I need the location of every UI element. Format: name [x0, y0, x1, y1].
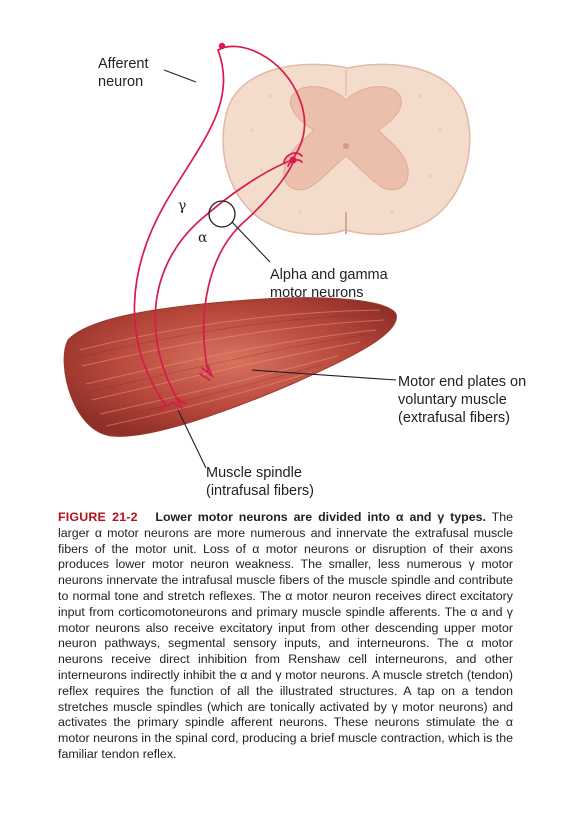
muscle-spindle-label: Muscle spindle (intrafusal fibers)	[206, 465, 314, 499]
caption-body: The larger α motor neurons are more nume…	[58, 510, 513, 761]
muscle-belly	[63, 297, 397, 437]
gamma-symbol: γ	[178, 198, 187, 214]
afferent-neuron-label: Afferent neuron	[98, 56, 149, 90]
motor-end-plates-label: Motor end plates on voluntary muscle (ex…	[398, 374, 527, 426]
end-plate-markers	[159, 365, 214, 411]
afferent-branch	[217, 45, 306, 161]
motor-neuron-soma	[289, 156, 297, 164]
figure-caption: FIGURE 21-2 Lower motor neurons are divi…	[58, 510, 513, 763]
gamma-fiber	[154, 159, 293, 405]
reflex-diagram: Afferent neuron γ α Alpha and gamma moto…	[63, 42, 527, 499]
spinal-cord-section	[222, 63, 471, 236]
nerve-fibers	[133, 45, 306, 407]
figure-title: Lower motor neurons are divided into α a…	[155, 510, 486, 524]
alpha-symbol: α	[198, 230, 208, 246]
afferent-terminal	[218, 42, 226, 50]
diagram-art	[63, 42, 471, 469]
alpha-gamma-motor-neurons-label: Alpha and gamma motor neurons	[270, 267, 388, 301]
alpha-fiber	[202, 159, 295, 373]
figure-number: FIGURE 21-2	[58, 510, 138, 524]
leader-lines	[163, 69, 397, 469]
axon-highlight-ring	[208, 200, 236, 228]
afferent-fiber	[133, 49, 225, 407]
